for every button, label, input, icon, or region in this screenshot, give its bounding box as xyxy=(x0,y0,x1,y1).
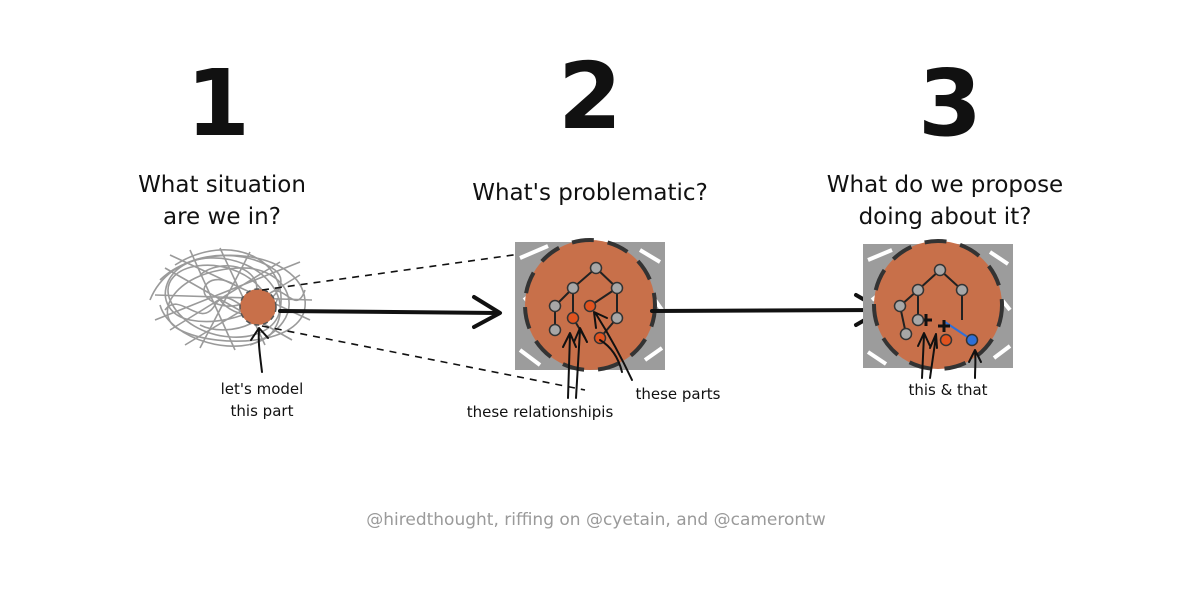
zoom-line-bottom xyxy=(261,325,586,391)
step-2-number: 2 xyxy=(558,43,622,150)
credit-line: @hiredthought, riffing on @cyetain, and … xyxy=(366,510,826,530)
step-3-annotation: this & that xyxy=(908,381,987,399)
arrow-step-1-to-2 xyxy=(278,295,502,329)
step-1-annotation-line-1: let's model xyxy=(221,380,304,398)
step-3-question-line-2: doing about it? xyxy=(859,204,1032,230)
arrow-step-2-to-3 xyxy=(650,293,884,327)
step-2-annotation-parts: these parts xyxy=(635,385,720,403)
step-2-model-panel xyxy=(515,238,665,372)
tangle-scribble xyxy=(149,247,313,351)
parts-arrows xyxy=(593,311,633,381)
step-3-model-panel xyxy=(863,239,1013,371)
step-1-annotation-line-2: this part xyxy=(231,402,294,420)
step-1-number: 1 xyxy=(186,50,250,157)
model-focus-circle xyxy=(239,288,277,326)
step-1-question-line-1: What situation xyxy=(138,172,306,198)
zoom-line-top xyxy=(261,244,586,291)
step-3-number: 3 xyxy=(918,50,982,157)
step-1-question-line-2: are we in? xyxy=(163,204,281,230)
model-annotation-arrow xyxy=(250,327,269,373)
step-2-annotation-relationships: these relationshipis xyxy=(467,403,614,421)
step-2-question: What's problematic? xyxy=(472,180,708,206)
relationships-arrows xyxy=(562,327,588,399)
step-3-question-line-1: What do we propose xyxy=(827,172,1063,198)
this-and-that-arrows xyxy=(917,332,982,379)
